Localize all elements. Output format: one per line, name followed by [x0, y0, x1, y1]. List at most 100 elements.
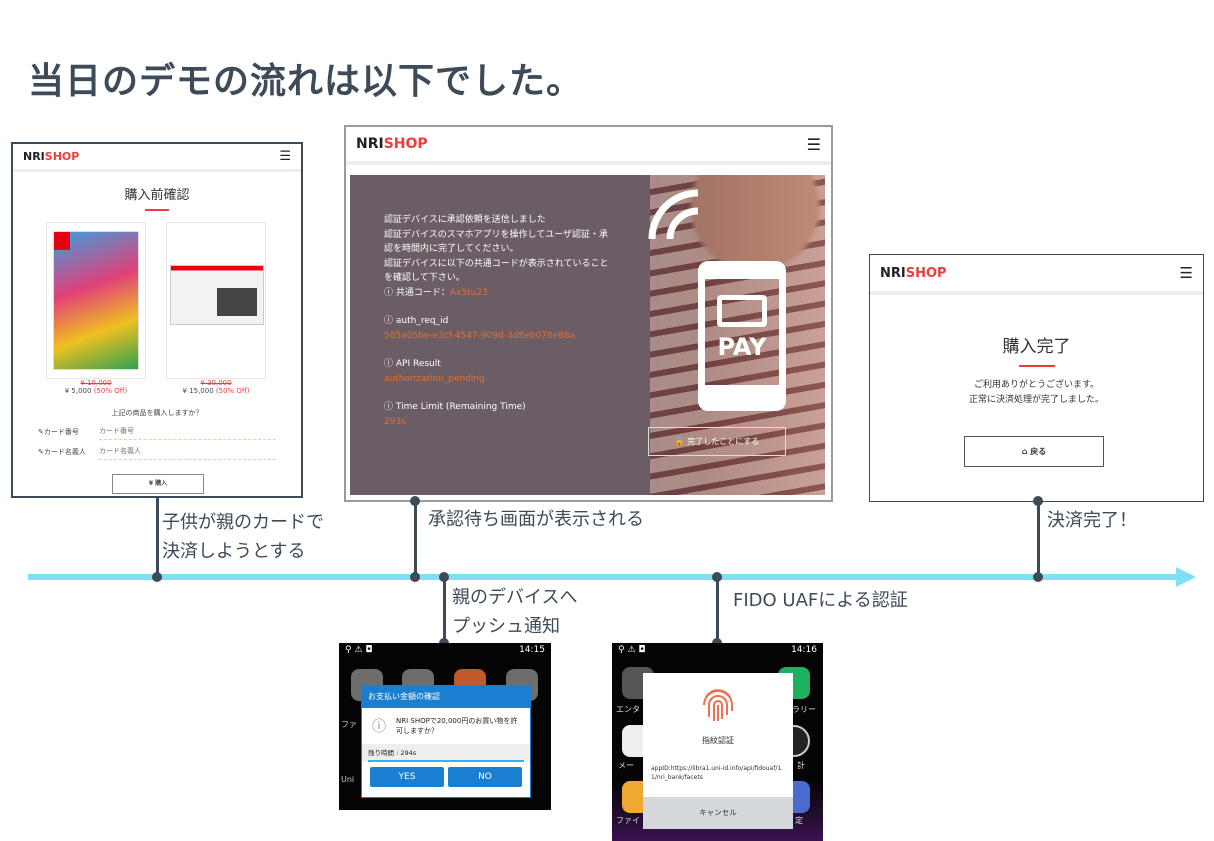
step-connector — [716, 577, 719, 643]
info-icon: ⓘ — [384, 402, 396, 412]
hamburger-icon[interactable]: ☰ — [279, 149, 291, 164]
buy-button[interactable]: ¥ 購入 — [112, 474, 204, 494]
app-id: appID:https://libra1.uni-id.info/api/fid… — [651, 765, 784, 781]
thanks-line: ご利用ありがとうございます。 — [973, 380, 1100, 390]
step-label-2: 承認待ち画面が表示される — [428, 509, 644, 530]
status-bar: ⚲ ⚠ ◘14:15 — [345, 645, 545, 655]
api-result-value: authorization_pending — [384, 373, 485, 384]
unlock-icon: 🔓 — [674, 437, 685, 446]
purchase-confirm-screen: NRISHOP ☰ 購入前確認 ¥ 10,000 ¥ 5,000 (50% Of… — [11, 142, 303, 498]
card-number-input[interactable] — [99, 424, 276, 440]
code-label: 共通コード： — [395, 287, 450, 298]
remaining-time: 残り時間 : 294s — [368, 749, 417, 757]
card-name-input[interactable] — [99, 444, 276, 460]
purchase-question: 上記の商品を購入しますか？ — [111, 409, 203, 417]
page-title: 当日のデモの流れは以下でした。 — [28, 61, 584, 102]
status-bar: ⚲ ⚠ ◘14:16 — [618, 645, 817, 655]
step-dot — [410, 572, 420, 582]
step-dot — [410, 496, 420, 506]
no-button[interactable]: NO — [448, 767, 522, 787]
payment-confirm-dialog: お支払い金額の確認 ⓘ NRI SHOPで20,000円のお買い物を許可しますか… — [361, 685, 531, 798]
home-icon: ⌂ — [1021, 447, 1028, 456]
heading-underline — [1018, 365, 1055, 367]
fido-auth-phone: ⚲ ⚠ ◘14:16 エンタ ラリー メー 計 ファイ 定 指紋認証 appID… — [612, 643, 823, 841]
info-icon: ⓘ — [384, 287, 396, 298]
edit-icon: ✎ — [38, 448, 44, 456]
message-line: を確認して下さい。 — [384, 273, 465, 283]
heading-underline — [145, 209, 169, 211]
app-label: メー — [618, 761, 634, 770]
shop-header: NRISHOP ☰ — [13, 144, 301, 172]
back-button[interactable]: ⌂ 戻る — [964, 436, 1104, 467]
card-name-label: カード名義人 — [43, 448, 86, 456]
auth-waiting-screen: NRISHOP ☰ 認証デバイスに承認依頼を送信しました 認証デバイスのスマホア… — [344, 125, 833, 502]
hamburger-icon[interactable]: ☰ — [806, 134, 821, 154]
discount: (50% Off) — [215, 387, 250, 395]
discount: (50% Off) — [93, 387, 128, 395]
shop-logo[interactable]: NRISHOP — [23, 150, 80, 163]
message-line: 認を時間内に完了してください。 — [384, 244, 519, 254]
hamburger-icon[interactable]: ☰ — [1179, 264, 1193, 282]
timeline-arrow-icon — [1176, 567, 1196, 587]
dialog-title: 指紋認証 — [702, 736, 734, 745]
app-label: ファ — [341, 720, 357, 729]
edit-icon: ✎ — [38, 428, 44, 436]
step-label-1: 子供が親のカードで決済しようとする — [162, 512, 324, 562]
pay-text: PAY — [717, 333, 767, 361]
timeline-bar — [28, 574, 1180, 580]
price: ¥ 5,000 — [64, 387, 92, 395]
message-line: 認証デバイスのスマホアプリを操作してユーザ認証・承 — [384, 229, 609, 240]
dialog-message: NRI SHOPで20,000円のお買い物を許可しますか？ — [396, 717, 518, 735]
price: ¥ 15,000 — [182, 387, 214, 395]
step-connector — [1037, 501, 1040, 577]
info-icon: ⓘ — [372, 719, 386, 735]
console-box-image — [170, 265, 264, 325]
message-line: 認証デバイスに承認依頼を送信しました — [384, 215, 546, 225]
product-card-game[interactable] — [46, 222, 146, 379]
waiting-panel: 認証デバイスに承認依頼を送信しました 認証デバイスのスマホアプリを操作してユーザ… — [350, 175, 825, 495]
background-photo — [650, 175, 825, 495]
step-connector — [443, 577, 446, 643]
dialog-title: お支払い金額の確認 — [362, 686, 530, 708]
message-line: 認証デバイスに以下の共通コードが表示されていること — [384, 258, 609, 269]
confirm-heading: 購入前確認 — [124, 188, 190, 203]
app-label: ラリー — [792, 705, 816, 714]
info-icon: ⓘ — [384, 359, 396, 369]
auth-req-id-value: 585a05be-e3cf-4547-909d-3d8eb078e88a — [384, 330, 576, 341]
step-connector — [156, 497, 159, 577]
app-label: 計 — [797, 761, 805, 770]
push-notification-phone: ⚲ ⚠ ◘14:15 ファ Uni お支払い金額の確認 ⓘ NRI SHOPで2… — [339, 643, 551, 810]
info-icon: ⓘ — [384, 316, 396, 326]
yes-button[interactable]: YES — [370, 767, 444, 787]
auth-req-id-label: auth_req_id — [395, 316, 449, 326]
completion-line: 正常に決済処理が完了しました。 — [968, 395, 1104, 405]
old-price: ¥ 10,000 — [80, 379, 112, 387]
step-dot — [439, 572, 449, 582]
step-connector — [414, 501, 417, 577]
fingerprint-dialog: 指紋認証 appID:https://libra1.uni-id.info/ap… — [643, 673, 793, 829]
step-dot — [1033, 496, 1043, 506]
code-value: Ax5tu23 — [449, 287, 488, 298]
complete-heading: 購入完了 — [1002, 337, 1071, 357]
time-limit-value: 293s — [384, 416, 406, 427]
shop-logo[interactable]: NRISHOP — [356, 136, 428, 152]
purchase-complete-screen: NRISHOP ☰ 購入完了 ご利用ありがとうございます。 正常に決済処理が完了… — [869, 254, 1204, 502]
card-number-label: カード番号 — [43, 428, 79, 436]
old-price: ¥ 30,000 — [200, 379, 232, 387]
game-box-image — [53, 231, 139, 370]
step-dot — [712, 572, 722, 582]
step-dot — [152, 572, 162, 582]
fingerprint-icon — [703, 689, 733, 721]
app-label: Uni — [341, 775, 355, 784]
step-label-4: FIDO UAFによる認証 — [733, 590, 908, 611]
shop-logo[interactable]: NRISHOP — [880, 265, 947, 281]
api-result-label: API Result — [395, 359, 441, 369]
time-limit-label: Time Limit (Remaining Time) — [395, 402, 526, 412]
step-label-3: 親のデバイスへプッシュ通知 — [452, 587, 578, 637]
phone-pay-icon: PAY — [698, 261, 786, 411]
cancel-button[interactable]: キャンセル — [643, 797, 793, 829]
product-card-console[interactable] — [166, 222, 266, 379]
mark-complete-button[interactable]: 🔓 完了したことにする — [648, 427, 786, 456]
app-label: ファイ — [616, 816, 640, 825]
shop-header: NRISHOP ☰ — [870, 255, 1203, 295]
